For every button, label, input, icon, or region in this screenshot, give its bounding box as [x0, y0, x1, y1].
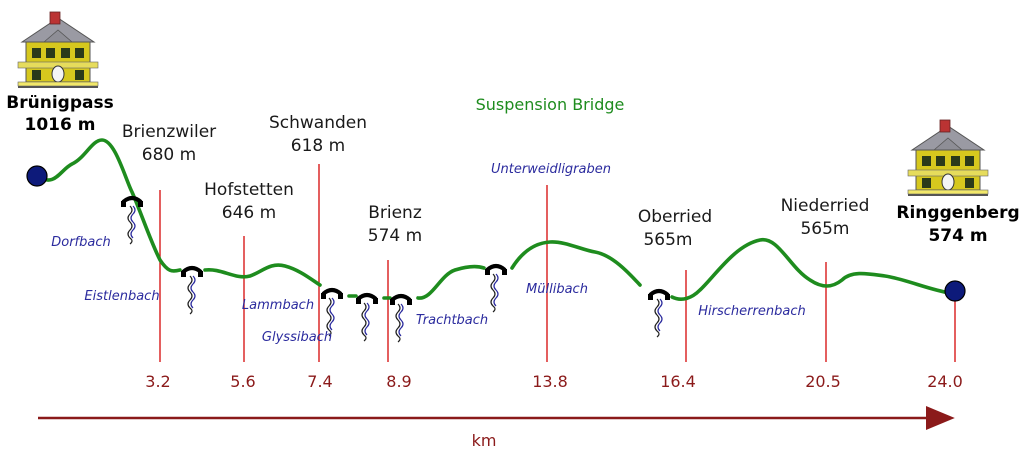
km-label: 20.5 — [805, 372, 841, 391]
bridge-icon — [179, 266, 205, 279]
place-elevation: 574 m — [368, 226, 422, 246]
stream-label: Eistlenbach — [84, 289, 159, 304]
stream-icon — [127, 205, 136, 245]
km-label: 3.2 — [145, 372, 170, 391]
place-name: Brienz — [368, 203, 422, 223]
km-label: 8.9 — [386, 372, 411, 391]
place-elevation: 565m — [643, 230, 692, 250]
stream-icon — [187, 275, 196, 315]
stream-label: Lammbach — [242, 298, 314, 313]
place-elevation: 565m — [800, 219, 849, 239]
place-name: Oberried — [638, 207, 712, 227]
start-elevation: 1016 m — [25, 115, 96, 135]
place-elevation: 618 m — [291, 136, 345, 156]
stream-label: Müllibach — [526, 282, 588, 297]
stream-label: Hirscherrenbach — [698, 304, 805, 319]
stream-icon — [361, 302, 370, 342]
end-house-icon — [907, 119, 989, 197]
bridge-icon — [319, 288, 345, 301]
stream-label: Dorfbach — [51, 235, 111, 250]
end-elevation: 574 m — [928, 226, 987, 246]
km-label: 16.4 — [660, 372, 696, 391]
km-label: 13.8 — [532, 372, 568, 391]
bridge-icon — [483, 264, 509, 277]
stream-label: Unterweidligraben — [491, 162, 611, 177]
place-elevation: 680 m — [142, 145, 196, 165]
stream-label: Trachtbach — [416, 313, 488, 328]
stream-icon — [654, 298, 663, 338]
stream-icon — [395, 303, 404, 343]
place-elevation: 646 m — [222, 203, 276, 223]
end-name: Ringgenberg — [896, 203, 1019, 223]
start-name: Brünigpass — [6, 93, 113, 113]
bridge-icon — [119, 196, 145, 209]
stream-icon — [490, 273, 499, 313]
start-house-icon — [17, 11, 99, 89]
place-name: Hofstetten — [204, 180, 294, 200]
km-label: 5.6 — [230, 372, 255, 391]
km-label: 24.0 — [927, 372, 963, 391]
place-name: Niederried — [781, 196, 870, 216]
end-point — [944, 280, 966, 302]
km-labels: 3.2 5.6 7.4 8.9 13.8 16.4 20.5 24.0 — [145, 372, 963, 391]
diagram-title: Suspension Bridge — [476, 95, 625, 114]
bridge-icon — [388, 294, 414, 307]
place-name: Brienzwiler — [122, 122, 216, 142]
place-name: Schwanden — [269, 113, 367, 133]
km-label: 7.4 — [307, 372, 332, 391]
bridge-icon — [354, 293, 380, 306]
start-point — [26, 165, 48, 187]
axis-unit-label: km — [472, 431, 497, 450]
stream-label: Glyssibach — [262, 330, 332, 345]
route-line — [35, 138, 952, 301]
bridge-icon — [646, 289, 672, 302]
km-marker-lines — [159, 164, 956, 362]
